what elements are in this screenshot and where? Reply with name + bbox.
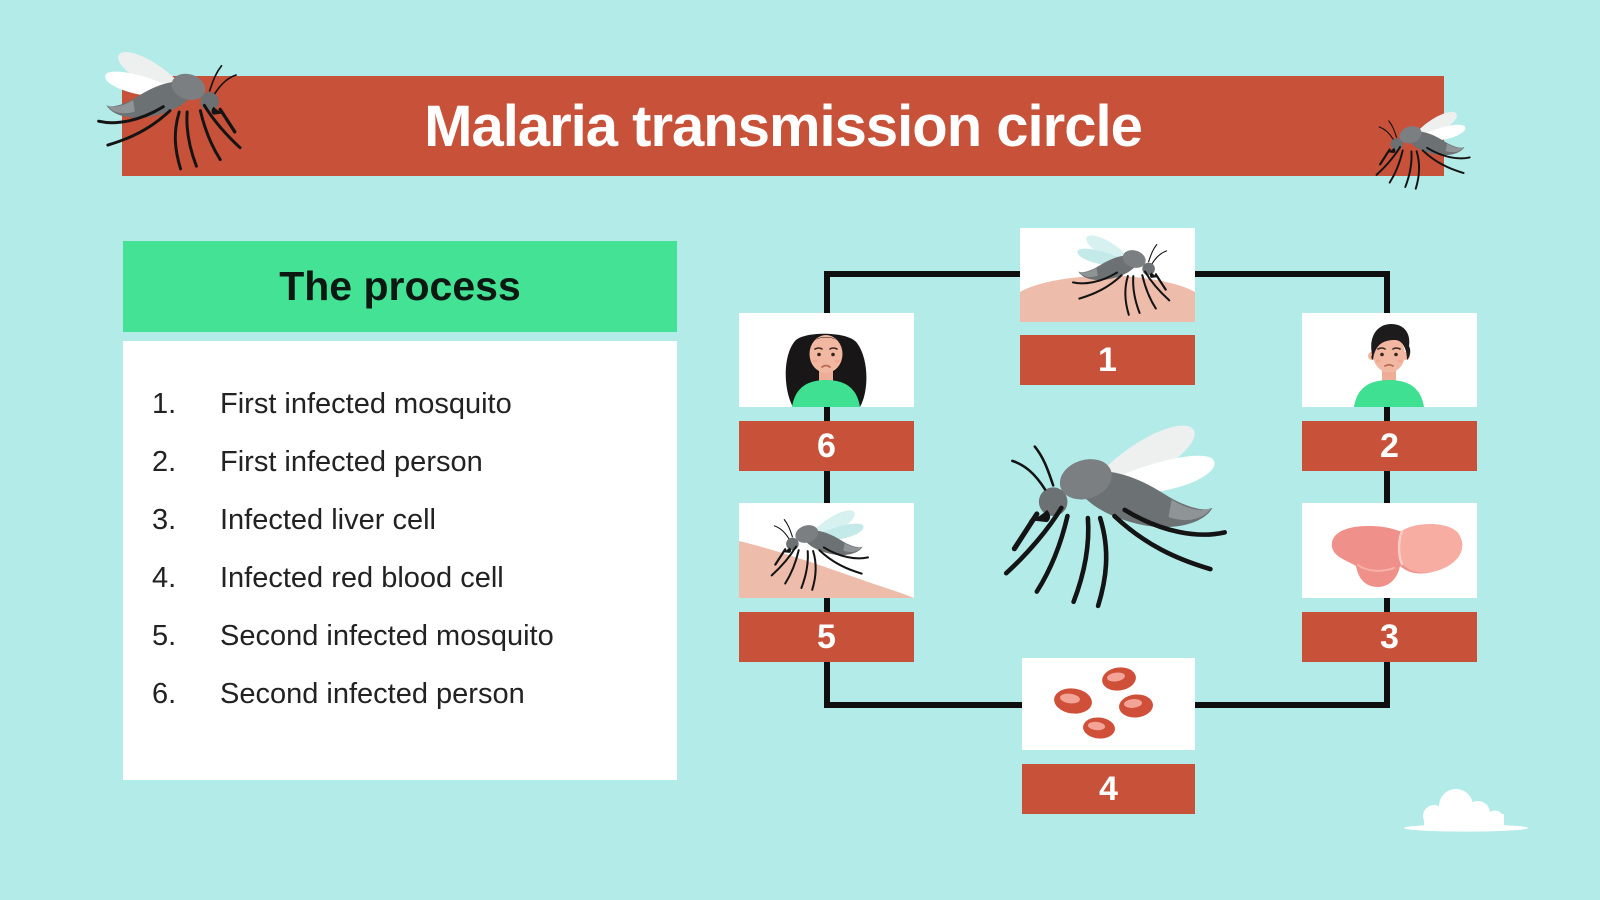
list-item-number: 2. xyxy=(152,445,177,478)
step-card-1 xyxy=(1020,228,1195,322)
list-item-number: 6. xyxy=(152,677,177,710)
step-card-4 xyxy=(1022,658,1195,750)
process-list: 1. First infected mosquito 2. First infe… xyxy=(123,341,677,780)
list-item-number: 5. xyxy=(152,619,177,652)
step-number-3: 3 xyxy=(1302,612,1477,662)
mosquito-icon xyxy=(1000,418,1235,612)
page-title: Malaria transmission circle xyxy=(424,93,1143,159)
red-blood-cells-icon xyxy=(1054,667,1153,739)
mosquito-icon xyxy=(96,50,242,171)
process-header: The process xyxy=(123,241,677,332)
step-number-6: 6 xyxy=(739,421,914,471)
list-item-number: 4. xyxy=(152,561,177,594)
list-item-text: Second infected person xyxy=(220,677,525,710)
infected-woman-icon xyxy=(785,333,867,407)
step-number-1: 1 xyxy=(1020,335,1195,385)
list-item-text: Infected red blood cell xyxy=(220,561,504,594)
list-item: 1. First infected mosquito xyxy=(123,375,677,433)
mosquito-biting-skin-icon xyxy=(739,509,914,598)
infected-man-icon xyxy=(1354,324,1424,407)
mosquito-biting-skin-icon xyxy=(1020,234,1195,322)
list-item: 2. First infected person xyxy=(123,433,677,491)
list-item-text: Second infected mosquito xyxy=(220,619,554,652)
step-card-3 xyxy=(1302,503,1477,598)
step-card-5 xyxy=(739,503,914,598)
step-number-2: 2 xyxy=(1302,421,1477,471)
list-item: 3. Infected liver cell xyxy=(123,491,677,549)
liver-icon xyxy=(1331,524,1463,587)
list-item: 5. Second infected mosquito xyxy=(123,607,677,665)
step-card-2 xyxy=(1302,313,1477,407)
list-item-number: 1. xyxy=(152,387,177,420)
step-number-4: 4 xyxy=(1022,764,1195,814)
mosquito-icon xyxy=(1375,110,1471,190)
list-item: 6. Second infected person xyxy=(123,665,677,723)
cloud-icon xyxy=(1404,789,1528,832)
list-item-text: First infected mosquito xyxy=(220,387,512,420)
list-item: 4. Infected red blood cell xyxy=(123,549,677,607)
list-item-text: Infected liver cell xyxy=(220,503,436,536)
connector-line-right xyxy=(1384,271,1390,708)
list-item-text: First infected person xyxy=(220,445,483,478)
list-item-number: 3. xyxy=(152,503,177,536)
step-card-6 xyxy=(739,313,914,407)
connector-line-left xyxy=(824,271,830,708)
step-number-5: 5 xyxy=(739,612,914,662)
title-banner: Malaria transmission circle xyxy=(122,76,1444,176)
